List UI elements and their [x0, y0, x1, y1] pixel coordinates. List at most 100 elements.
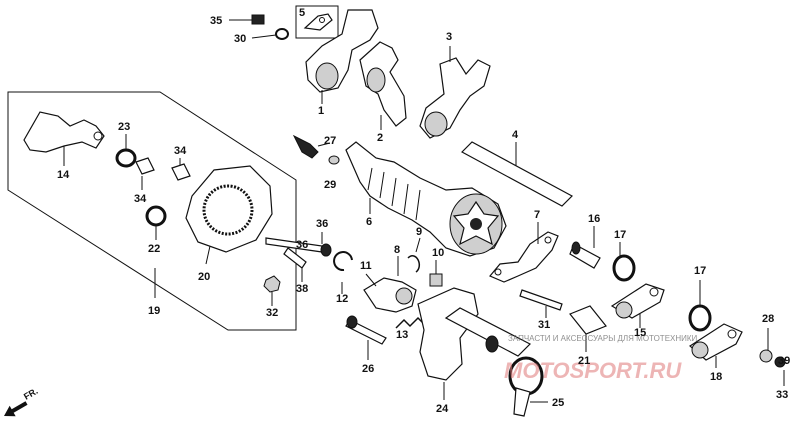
callout-38: 38 [296, 283, 308, 295]
callout-29: 29 [324, 179, 336, 191]
part-23-bearing [115, 148, 137, 168]
callout-9: 9 [416, 226, 422, 238]
part-5-clip [303, 13, 333, 31]
front-direction-arrow [4, 401, 28, 417]
part-34-collar-b [171, 163, 191, 181]
part-5-hole [319, 17, 325, 23]
callout-8: 8 [394, 244, 400, 256]
callout-32: 32 [266, 307, 278, 319]
callout-39: 39 [778, 355, 790, 367]
callout-30: 30 [234, 33, 246, 45]
part-18-boss [691, 341, 709, 359]
leader-30 [251, 34, 277, 39]
leader-9 [415, 237, 421, 253]
part-38-bolt [283, 247, 307, 269]
callout-7: 7 [534, 209, 540, 221]
callout-11: 11 [360, 260, 372, 272]
part-6-hub [470, 218, 482, 230]
watermark-logo: MOTOSPORT.RU [504, 358, 682, 383]
part-12-circlip [333, 251, 353, 272]
callout-36: 36 [316, 218, 328, 230]
part-30-washer [275, 28, 289, 40]
part-7-hole-a [494, 268, 502, 276]
callout-34: 34 [134, 193, 147, 205]
part-22-bearing [145, 205, 167, 227]
part-1-boss [315, 62, 339, 90]
part-28-washer [759, 349, 773, 363]
leader-20 [205, 245, 211, 265]
part-18-hole [727, 329, 737, 339]
part-36-bolt-long [265, 237, 323, 253]
callout-15: 15 [634, 327, 646, 339]
part-36-bolt-head [320, 243, 332, 257]
callout-5: 5 [299, 7, 305, 19]
part-11-roller [395, 287, 413, 305]
part-21-collar [569, 305, 607, 335]
callout-19: 19 [148, 305, 160, 317]
part-10-collar [429, 273, 443, 287]
part-14-plate [23, 111, 105, 153]
leader-11 [365, 273, 377, 287]
part-26-head [346, 315, 358, 329]
callout-33: 33 [776, 389, 788, 401]
watermark-subtitle: ЗАПЧАСТИ И АКСЕССУАРЫ ДЛЯ МОТОТЕХНИКИ [508, 334, 698, 343]
callout-14: 14 [57, 169, 70, 181]
callout-13: 13 [396, 329, 408, 341]
part-29-washer [328, 155, 340, 165]
callout-numbers: 1234567891011121314151617171819202122232… [57, 7, 790, 415]
callout-28: 28 [762, 313, 774, 325]
part-27-pin [292, 134, 319, 159]
part-34-collar-a [135, 157, 155, 175]
part-6-drum-grooves [367, 167, 421, 221]
part-25-spring-arm [513, 387, 531, 417]
callout-6: 6 [366, 216, 372, 228]
part-20-gear [202, 184, 254, 236]
callout-12: 12 [336, 293, 348, 305]
part-7-plate [489, 231, 559, 283]
callout-4: 4 [512, 129, 519, 141]
callout-18: 18 [710, 371, 722, 383]
callout-2: 2 [377, 132, 383, 144]
callout-34: 34 [174, 145, 187, 157]
callout-3: 3 [446, 31, 452, 43]
part-2-boss [366, 67, 386, 93]
callout-23: 23 [118, 121, 130, 133]
callout-25: 25 [552, 397, 564, 409]
callout-24: 24 [436, 403, 449, 415]
part-24-spindle-spline [485, 335, 499, 353]
part-14-hole [93, 131, 103, 141]
part-35-bolt [251, 14, 265, 25]
part-7-hole-b [544, 236, 552, 244]
leader-27 [317, 142, 331, 147]
box-5 [295, 5, 339, 39]
part-13-spring [395, 316, 425, 329]
callout-21: 21 [578, 355, 590, 367]
part-16-head [571, 241, 581, 255]
part-31-stud [519, 289, 563, 311]
part-15-boss [615, 301, 633, 319]
callout-16: 16 [588, 213, 600, 225]
callout-17: 17 [614, 229, 626, 241]
part-32-nut [263, 275, 281, 293]
front-direction-label: FR. [22, 386, 40, 402]
callout-1: 1 [318, 105, 324, 117]
part-24-spindle-plate [417, 287, 479, 381]
part-39-nut [774, 356, 786, 368]
callout-26: 26 [362, 363, 374, 375]
callout-22: 22 [148, 243, 160, 255]
part-17-spring-a [612, 254, 636, 282]
callout-36: 36 [296, 239, 308, 251]
callout-17: 17 [694, 265, 706, 277]
callout-10: 10 [432, 247, 444, 259]
callout-27: 27 [324, 135, 336, 147]
part-4-fork-shaft [461, 141, 573, 207]
callout-20: 20 [198, 271, 210, 283]
group-19-outline [7, 91, 297, 331]
callout-31: 31 [538, 319, 550, 331]
part-9-spring [407, 255, 420, 273]
part-3-boss [424, 111, 448, 137]
part-17-spring-b [688, 304, 712, 332]
callout-35: 35 [210, 15, 222, 27]
